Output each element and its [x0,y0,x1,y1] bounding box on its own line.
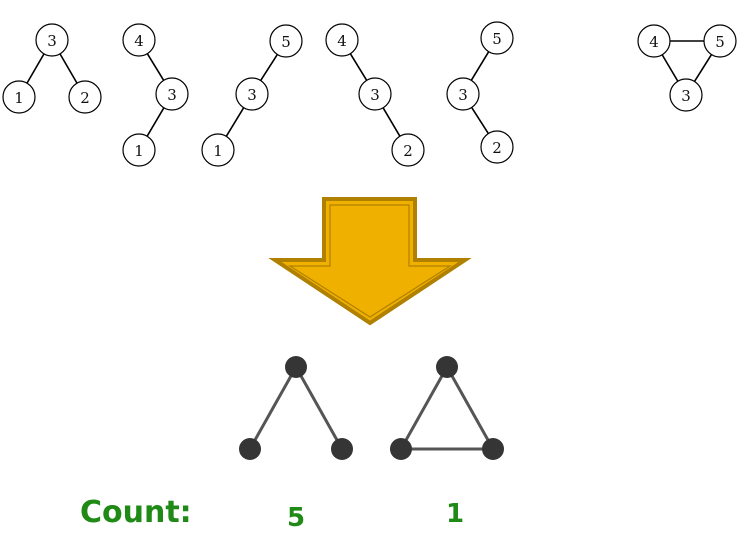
graph-node [391,133,425,167]
node-label: 1 [134,142,144,160]
graph-node [122,23,156,57]
graph-node [35,23,69,57]
graph-edge [349,53,368,81]
pattern-edge [294,366,344,450]
node-label: 3 [47,32,57,50]
pattern-node [285,356,307,378]
node-label: 1 [14,89,24,107]
node-label: 3 [458,86,468,104]
graph-edge [146,53,165,81]
graph-edge [259,54,279,81]
graph-edge [382,107,401,137]
pattern-node [390,438,412,460]
count-label: Count: [80,495,192,530]
count-value-path: 5 [287,503,305,533]
graph-edge [225,107,245,137]
graph-node [669,78,703,112]
subgraph-instances: 3 1 2 4 3 1 5 3 1 4 3 2 5 3 2 4 5 3 [2,21,737,167]
node-label: 4 [134,32,144,50]
pattern-path [239,356,353,460]
graph-node [325,23,359,57]
graph-node [155,77,189,111]
graph-node [122,133,156,167]
graph-instance: 5 3 2 [446,21,514,164]
pattern-edge [248,366,298,450]
graph-instance: 4 3 2 [325,23,425,167]
graph-node [358,77,392,111]
graph-node [446,77,480,111]
graph-node [2,80,36,114]
node-label: 2 [403,142,413,160]
pattern-edge [445,366,495,450]
graph-instance: 3 1 2 [2,23,102,114]
graph-instance: 5 3 1 [201,24,303,167]
count-value-triangle: 1 [446,499,464,529]
node-label: 3 [370,86,380,104]
graph-node [480,21,514,55]
pattern-edge [399,366,449,450]
pattern-node [482,438,504,460]
graph-instance: 4 3 1 [122,23,189,167]
pattern-triangle [390,356,504,460]
graph-node [201,133,235,167]
pattern-node [239,438,261,460]
down-arrow [268,197,472,326]
pattern-node [331,438,353,460]
graph-edge [661,54,679,82]
graph-edge [26,53,45,84]
node-label: 5 [715,33,725,51]
node-label: 3 [247,86,257,104]
node-label: 2 [492,139,502,157]
node-label: 1 [213,142,223,160]
node-label: 4 [649,33,659,51]
node-label: 5 [281,33,291,51]
pattern-node [436,356,458,378]
graph-instance: 4 5 3 [637,24,737,112]
node-label: 3 [681,87,691,105]
graph-node [703,24,737,58]
graph-node [480,130,514,164]
node-label: 4 [337,32,347,50]
graph-edge [146,107,165,137]
graph-edge [470,107,490,134]
graph-node [68,80,102,114]
graph-node [269,24,303,58]
graph-edge [693,54,713,82]
graph-edge [470,51,490,81]
node-label: 2 [80,89,90,107]
node-label: 3 [167,86,177,104]
graphlet-patterns [239,356,504,460]
graph-node [235,77,269,111]
graph-node [637,24,671,58]
node-label: 5 [492,30,502,48]
graph-edge [59,53,78,84]
